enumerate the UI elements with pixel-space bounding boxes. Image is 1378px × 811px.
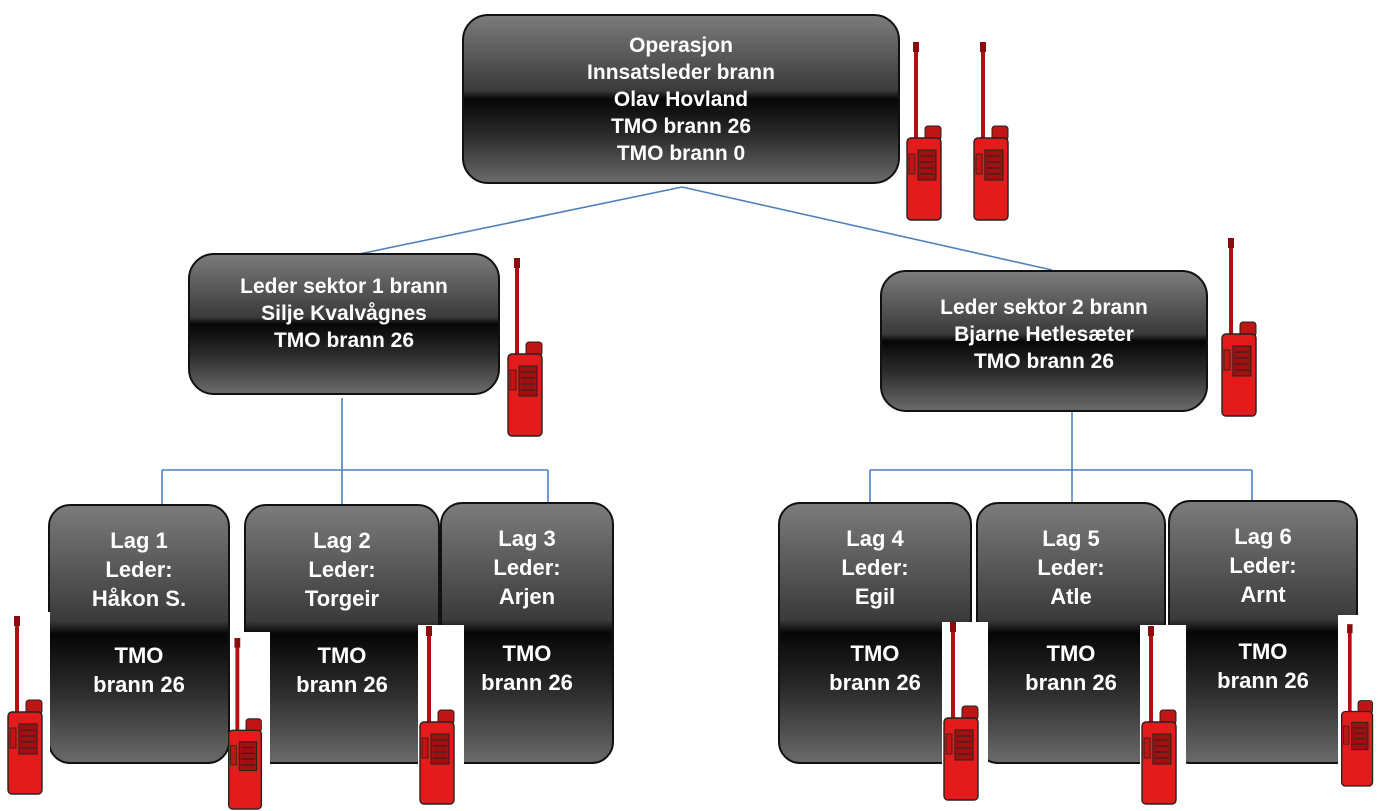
lag-5-radio-line-1: TMO xyxy=(1046,641,1096,666)
lag-1-title: Lag 1 xyxy=(110,528,168,553)
root-line-1: Operasjon xyxy=(629,33,733,57)
lag-3-radio-line-1: TMO xyxy=(502,641,552,666)
lag-3-leader-name: Arjen xyxy=(498,584,556,609)
lag-3-title: Lag 3 xyxy=(498,526,556,551)
lag-5-leader-name: Atle xyxy=(1050,584,1092,609)
sector-2-line-2: Bjarne Hetlesæter xyxy=(954,322,1134,346)
walkie-talkie-icon xyxy=(1221,238,1257,417)
sector-1-node: Leder sektor 1 brann Silje Kvalvågnes TM… xyxy=(188,253,500,395)
lag-1-radio-line-2: brann 26 xyxy=(93,672,185,697)
lag-2-node: Lag 2 Leder: Torgeir TMO brann 26 xyxy=(244,504,440,764)
lag-5-leader-label: Leder: xyxy=(1037,555,1105,580)
lag-2-leader-label: Leder: xyxy=(308,557,376,582)
lag-5-title: Lag 5 xyxy=(1042,526,1100,551)
root-line-5: TMO brann 0 xyxy=(616,141,746,165)
walkie-talkie-icon xyxy=(7,616,43,795)
walkie-talkie-icon xyxy=(1341,624,1374,787)
walkie-talkie-icon xyxy=(419,626,455,805)
lag-4-leader-label: Leder: xyxy=(841,555,909,580)
sector-1-line-1: Leder sektor 1 brann xyxy=(240,274,448,298)
lag-3-leader-label: Leder: xyxy=(493,555,561,580)
lag-1-leader-label: Leder: xyxy=(105,557,173,582)
sector-1-line-2: Silje Kvalvågnes xyxy=(261,301,427,325)
lag-3-node: Lag 3 Leder: Arjen TMO brann 26 xyxy=(440,502,614,764)
walkie-talkie-icon xyxy=(507,258,543,437)
sector-2-line-1: Leder sektor 2 brann xyxy=(940,295,1148,319)
lag-6-title: Lag 6 xyxy=(1234,524,1292,549)
root-line-2: Innsatsleder brann xyxy=(587,60,775,84)
lag-2-leader-name: Torgeir xyxy=(304,586,380,611)
lag-6-node: Lag 6 Leder: Arnt TMO brann 26 xyxy=(1168,500,1358,764)
lag-6-leader-name: Arnt xyxy=(1240,582,1286,607)
lag-4-title: Lag 4 xyxy=(846,526,904,551)
walkie-talkie-icon xyxy=(906,42,942,221)
connector-root-sector1 xyxy=(339,186,683,259)
root-line-4: TMO brann 26 xyxy=(610,114,752,138)
lag-3-radio-line-2: brann 26 xyxy=(481,670,573,695)
connector-root-sector2 xyxy=(681,186,1053,271)
sector-2-line-3: TMO brann 26 xyxy=(973,349,1115,373)
root-line-3: Olav Hovland xyxy=(613,87,749,111)
lag-6-leader-label: Leder: xyxy=(1229,553,1297,578)
lag-4-radio-line-2: brann 26 xyxy=(829,670,921,695)
walkie-talkie-icon xyxy=(943,622,979,801)
lag-5-radio-line-2: brann 26 xyxy=(1025,670,1117,695)
lag-2-title: Lag 2 xyxy=(313,528,371,553)
lag-4-radio-line-1: TMO xyxy=(850,641,900,666)
walkie-talkie-icon xyxy=(1141,626,1177,805)
lag-1-leader-name: Håkon S. xyxy=(91,586,187,611)
lag-2-radio-line-1: TMO xyxy=(317,643,367,668)
sector-1-line-3: TMO brann 26 xyxy=(273,328,415,352)
root-node: Operasjon Innsatsleder brann Olav Hovlan… xyxy=(462,14,900,184)
lag-4-leader-name: Egil xyxy=(854,584,896,609)
lag-5-node: Lag 5 Leder: Atle TMO brann 26 xyxy=(976,502,1166,764)
lag-2-radio-line-2: brann 26 xyxy=(296,672,388,697)
lag-1-radio-line-1: TMO xyxy=(114,643,164,668)
sector-2-node: Leder sektor 2 brann Bjarne Hetlesæter T… xyxy=(880,270,1208,412)
lag-6-radio-line-1: TMO xyxy=(1238,639,1288,664)
walkie-talkie-icon xyxy=(228,638,263,810)
lag-6-radio-line-2: brann 26 xyxy=(1217,668,1309,693)
lag-4-node: Lag 4 Leder: Egil TMO brann 26 xyxy=(778,502,972,764)
lag-1-node: Lag 1 Leder: Håkon S. TMO brann 26 xyxy=(48,504,230,764)
walkie-talkie-icon xyxy=(973,42,1009,221)
